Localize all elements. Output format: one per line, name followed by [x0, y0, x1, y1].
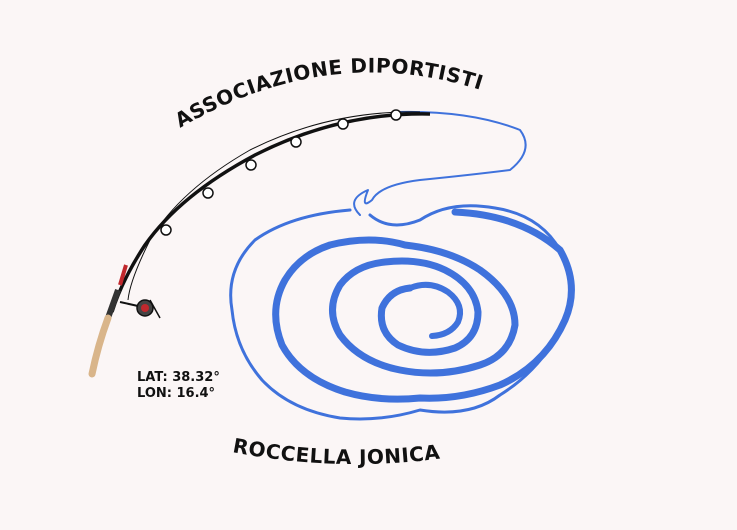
latitude: LAT: 38.32° [137, 370, 220, 385]
longitude: LON: 16.4° [137, 386, 216, 401]
location-name-text: ROCCELLA JONICA [231, 433, 441, 469]
association-name-text: ASSOCIAZIONE DIPORTISTI [171, 53, 486, 132]
fishing-rod-icon [88, 109, 431, 378]
association-name: ASSOCIAZIONE DIPORTISTI [171, 53, 487, 132]
location-name: ROCCELLA JONICA [231, 433, 441, 469]
coordinates: LAT: 38.32° LON: 16.4° [137, 370, 220, 402]
reel-icon [119, 299, 161, 319]
spiral-wave-icon [229, 110, 575, 421]
